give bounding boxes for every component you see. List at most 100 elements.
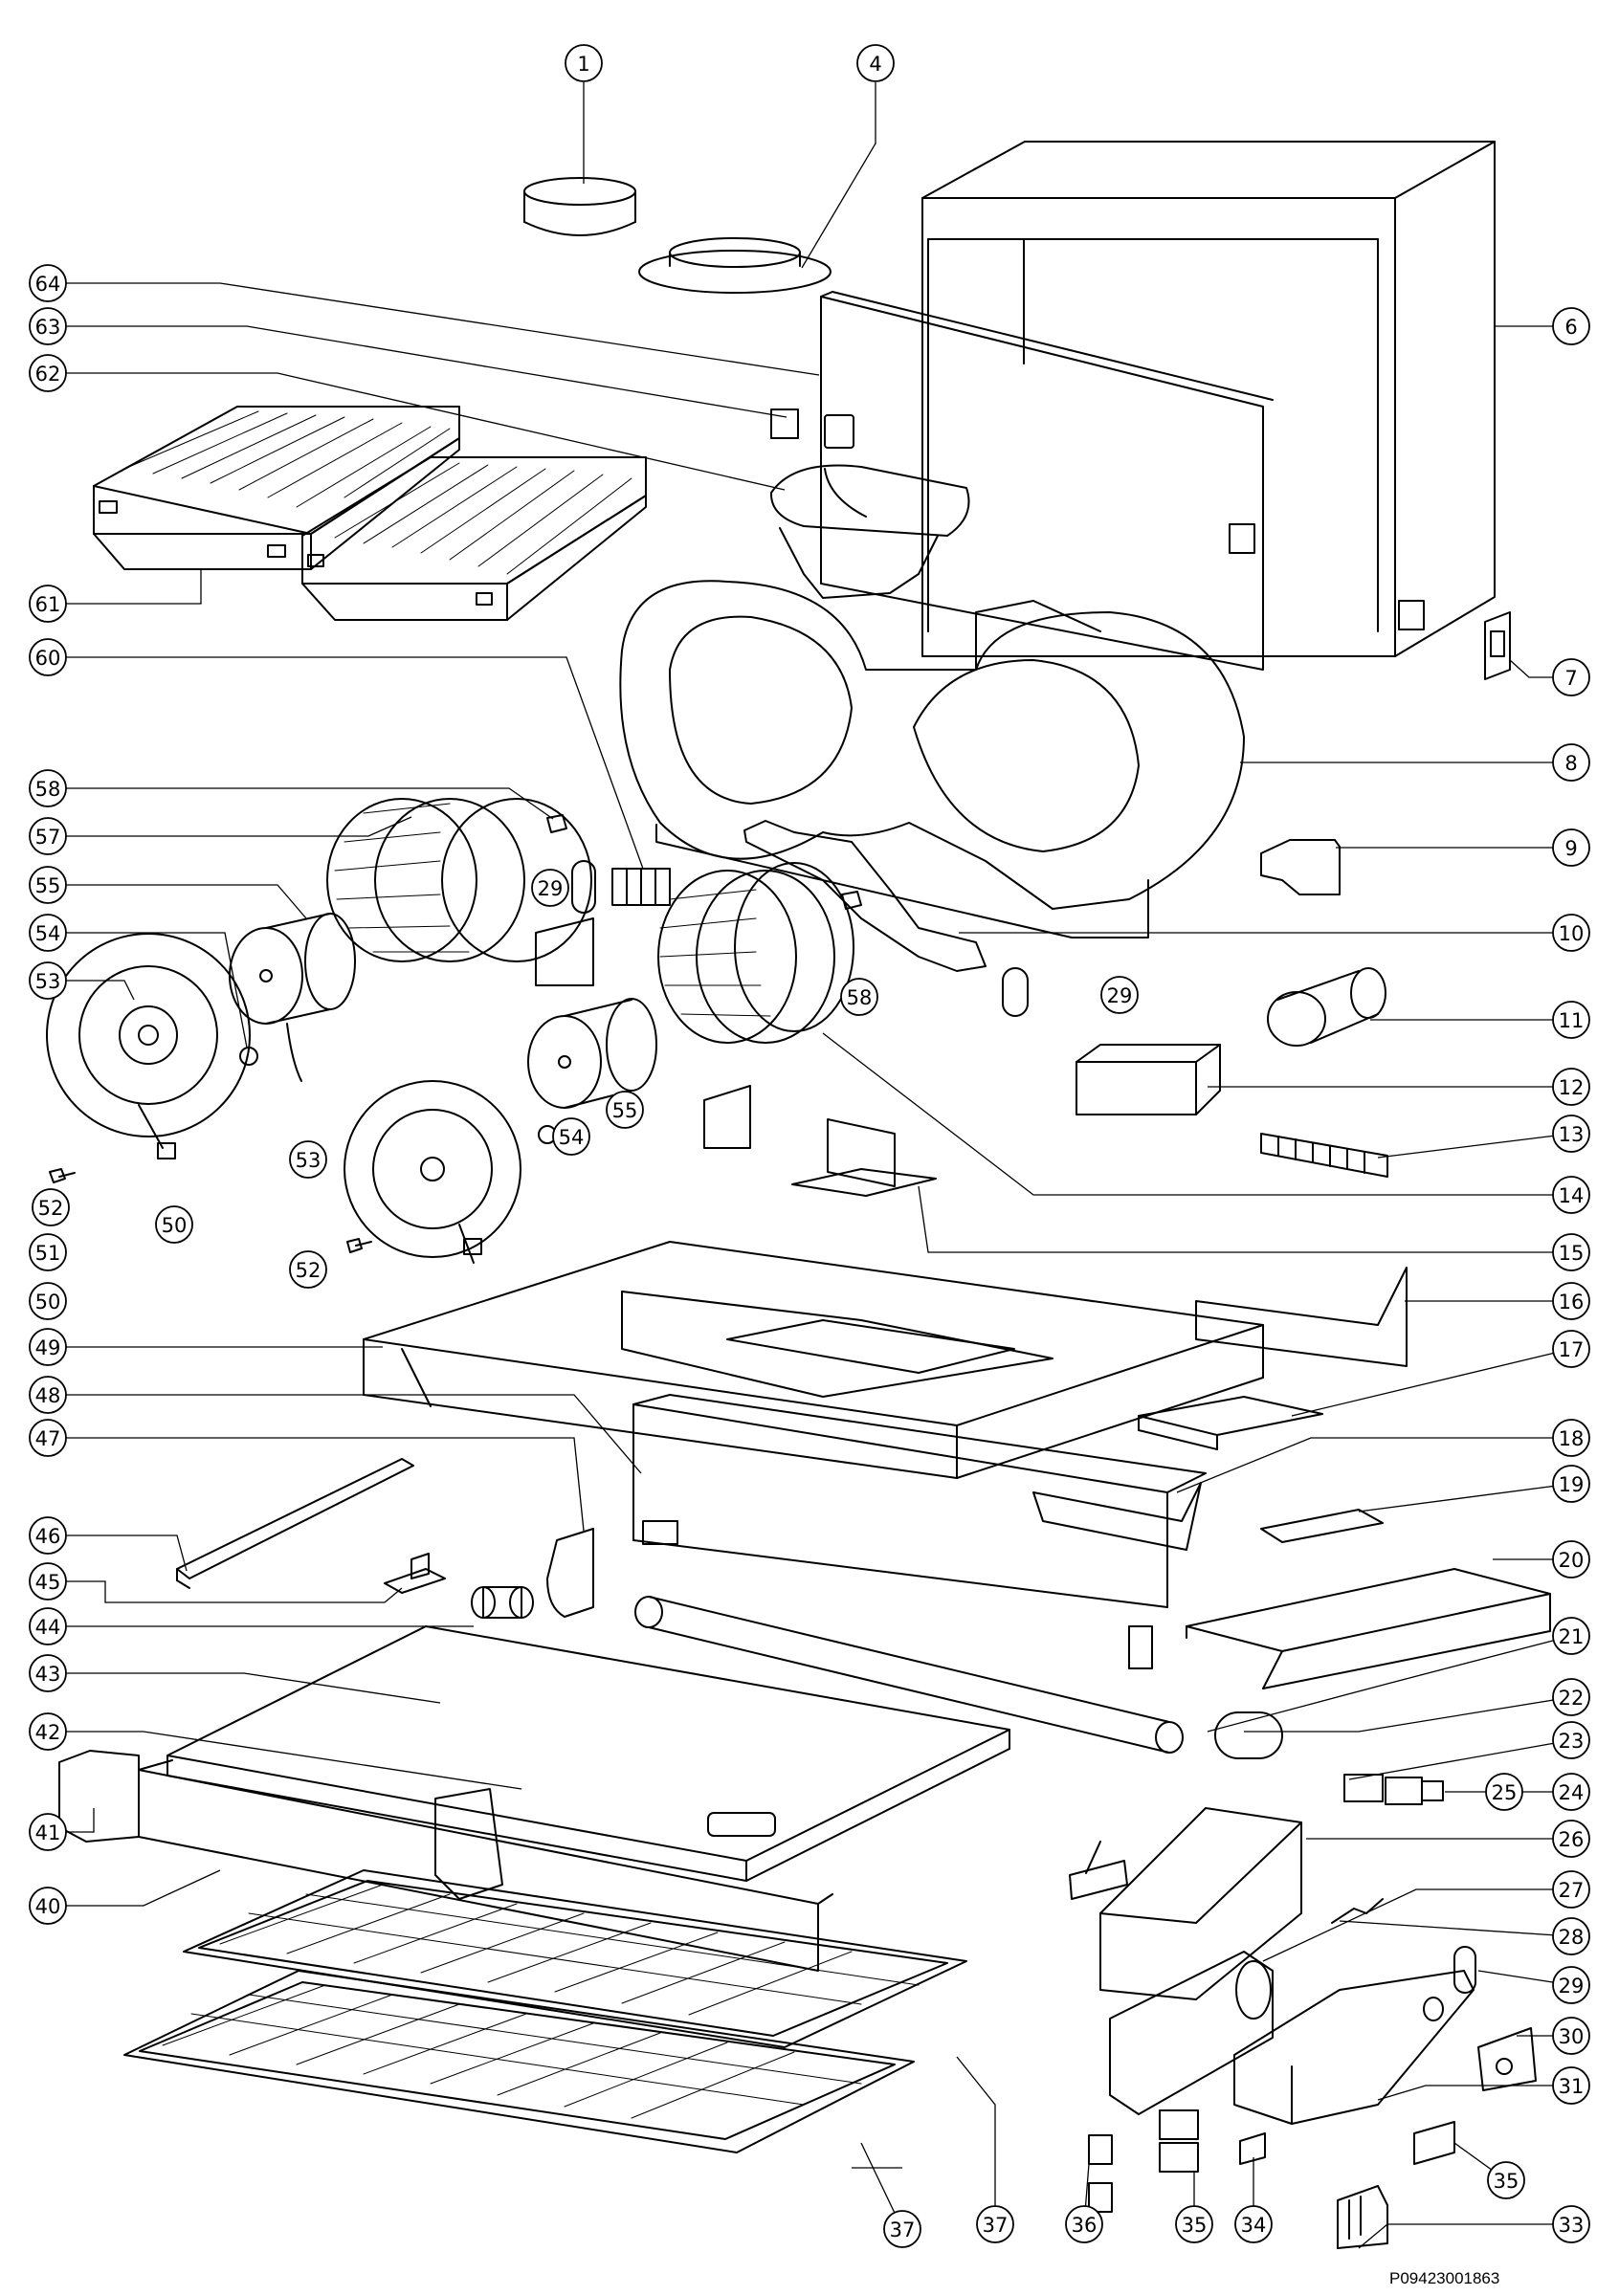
callout: 64 bbox=[29, 264, 67, 302]
callout: 42 bbox=[29, 1712, 67, 1751]
callout-label: 26 bbox=[1559, 1828, 1585, 1851]
callout-label: 54 bbox=[35, 922, 61, 945]
part-cover-plate bbox=[1478, 2028, 1536, 2090]
part-blower-wheel-right bbox=[658, 863, 854, 1043]
callout: 27 bbox=[1552, 1870, 1590, 1909]
part-clip bbox=[771, 409, 854, 448]
part-light-diffuser bbox=[1139, 1397, 1322, 1449]
callout-label: 6 bbox=[1564, 316, 1577, 339]
callout: 29 bbox=[1552, 1966, 1590, 2004]
callout-label: 25 bbox=[1492, 1781, 1518, 1804]
callout-label: 47 bbox=[35, 1427, 61, 1450]
part-motor-right bbox=[528, 999, 656, 1108]
callout-label: 7 bbox=[1564, 667, 1577, 690]
callout-label: 14 bbox=[1559, 1184, 1585, 1207]
callout-label: 16 bbox=[1559, 1291, 1585, 1314]
callout-label: 21 bbox=[1559, 1625, 1585, 1648]
part-clips bbox=[1089, 2135, 1112, 2212]
part-flanged-collar bbox=[639, 238, 831, 293]
callout: 20 bbox=[1552, 1540, 1590, 1578]
callout-label: 60 bbox=[35, 647, 61, 670]
callout: 30 bbox=[1552, 2017, 1590, 2055]
callout-label: 50 bbox=[162, 1214, 188, 1237]
callout: 43 bbox=[29, 1654, 67, 1692]
callout: 22 bbox=[1552, 1678, 1590, 1716]
part-control-chassis bbox=[1110, 1952, 1273, 2114]
callout-label: 23 bbox=[1559, 1730, 1585, 1753]
part-terminal-block-small bbox=[612, 869, 670, 905]
callout-label: 58 bbox=[847, 986, 873, 1009]
part-duct-ring bbox=[524, 178, 635, 235]
callout: 52 bbox=[32, 1188, 70, 1226]
callout-label: 40 bbox=[35, 1895, 61, 1918]
callout-label: 58 bbox=[35, 778, 61, 801]
callout: 14 bbox=[1552, 1176, 1590, 1214]
part-back-plate bbox=[821, 292, 1273, 670]
callout: 49 bbox=[29, 1328, 67, 1366]
callout: 47 bbox=[29, 1419, 67, 1457]
part-control-housing bbox=[1100, 1808, 1301, 1999]
part-front-lip bbox=[59, 1751, 832, 1971]
callout-label: 29 bbox=[1559, 1975, 1585, 1998]
callout-label: 11 bbox=[1559, 1009, 1585, 1032]
part-connector bbox=[1344, 1775, 1443, 1804]
callout: 40 bbox=[29, 1887, 67, 1925]
part-spring bbox=[1332, 1899, 1383, 1923]
callout-label: 55 bbox=[35, 874, 61, 897]
callout: 48 bbox=[29, 1376, 67, 1414]
part-switch-module-left bbox=[1160, 2110, 1198, 2172]
callout: 37 bbox=[883, 2210, 921, 2248]
callout: 15 bbox=[1552, 1233, 1590, 1271]
part-blower-wheel-left bbox=[327, 799, 591, 961]
part-lamp-holder bbox=[547, 1529, 593, 1617]
part-outer-casing bbox=[922, 142, 1495, 656]
callout: 54 bbox=[29, 914, 67, 952]
callout-label: 49 bbox=[35, 1336, 61, 1359]
callout-label: 28 bbox=[1559, 1926, 1585, 1949]
callout: 51 bbox=[29, 1233, 67, 1271]
callout: 19 bbox=[1552, 1465, 1590, 1503]
part-switch-module-right bbox=[1414, 2122, 1454, 2164]
callout-label: 29 bbox=[538, 877, 564, 900]
callout: 50 bbox=[155, 1205, 193, 1244]
callout: 33 bbox=[1552, 2205, 1590, 2243]
callout: 26 bbox=[1552, 1820, 1590, 1858]
part-junction-cover bbox=[1076, 1045, 1220, 1115]
callout-label: 45 bbox=[35, 1571, 61, 1594]
part-filter-tray bbox=[167, 1626, 1009, 1881]
callout-label: 18 bbox=[1559, 1427, 1585, 1450]
callout: 55 bbox=[29, 866, 67, 904]
callout: 62 bbox=[29, 354, 67, 392]
part-grommet-mid bbox=[1003, 968, 1028, 1016]
callout: 35 bbox=[1487, 2161, 1525, 2199]
part-small-strip bbox=[1240, 2133, 1265, 2164]
callout-label: 20 bbox=[1559, 1549, 1585, 1572]
callout-label: 41 bbox=[35, 1821, 61, 1844]
callout-label: 35 bbox=[1182, 2214, 1208, 2237]
callout-label: 53 bbox=[296, 1149, 322, 1172]
callout-label: 29 bbox=[1107, 984, 1133, 1007]
callout-label: 52 bbox=[38, 1197, 64, 1220]
callout: 29 bbox=[531, 869, 569, 907]
leader-lines bbox=[55, 82, 1572, 2249]
callout-label: 15 bbox=[1559, 1242, 1585, 1265]
part-small-bracket bbox=[1261, 840, 1340, 894]
part-side-trim bbox=[704, 1086, 1407, 1366]
callout-label: 46 bbox=[35, 1525, 61, 1548]
callout: 23 bbox=[1552, 1721, 1590, 1759]
callout-label: 55 bbox=[612, 1099, 638, 1122]
callout: 44 bbox=[29, 1607, 67, 1645]
callout-label: 61 bbox=[35, 593, 61, 616]
part-nut-upper bbox=[547, 815, 566, 832]
callout: 10 bbox=[1552, 914, 1590, 952]
callout-label: 9 bbox=[1564, 837, 1577, 860]
callout-label: 19 bbox=[1559, 1473, 1585, 1496]
callout: 13 bbox=[1552, 1115, 1590, 1153]
callout: 53 bbox=[289, 1140, 327, 1179]
callout: 58 bbox=[29, 769, 67, 807]
callout-label: 64 bbox=[35, 273, 61, 296]
part-electronics-box bbox=[1234, 1971, 1474, 2124]
part-fan-housing bbox=[620, 581, 1244, 938]
callout-label: 31 bbox=[1559, 2075, 1585, 2098]
part-rail bbox=[177, 1459, 413, 1588]
